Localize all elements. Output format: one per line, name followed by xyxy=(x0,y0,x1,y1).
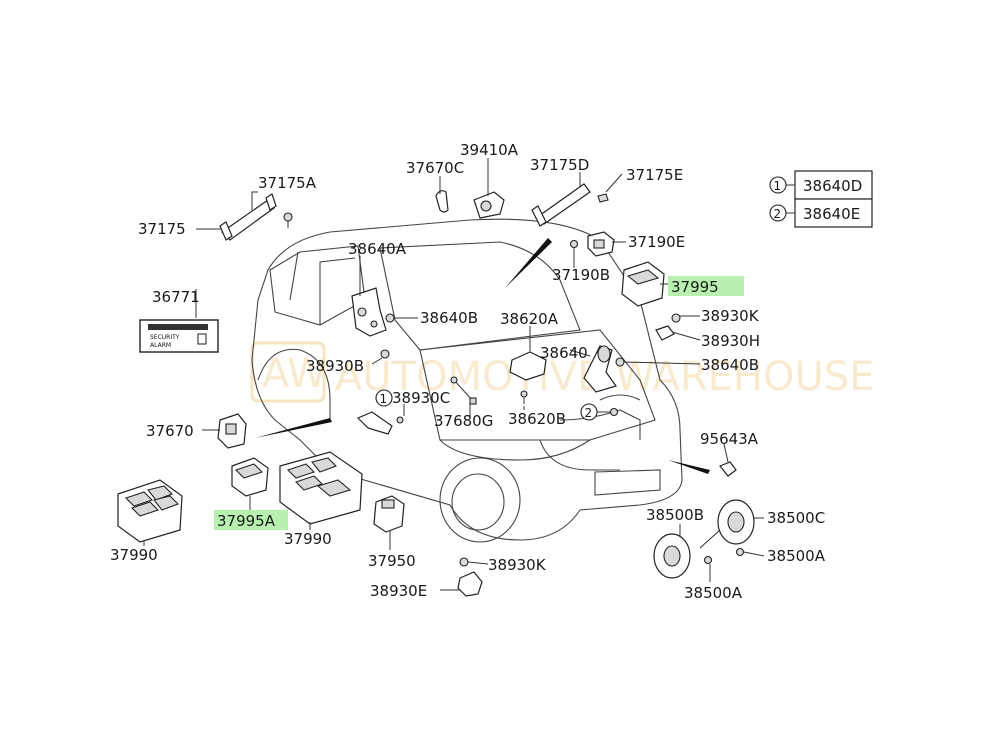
part-38930E xyxy=(457,571,483,597)
label-38620A: 38620A xyxy=(500,310,559,328)
label-37950: 37950 xyxy=(368,552,416,570)
label-37995A: 37995A xyxy=(217,512,276,530)
pointer-wedge xyxy=(668,460,710,474)
part-38640B-bolt-2 xyxy=(615,357,625,367)
label-38930B: 38930B xyxy=(306,357,364,375)
part-37175D xyxy=(531,183,591,227)
label-39410A: 39410A xyxy=(460,141,519,159)
label-37175A: 37175A xyxy=(258,174,317,192)
callout-1-code: 38640D xyxy=(803,177,862,195)
label-37995: 37995 xyxy=(671,278,719,296)
label-38930E: 38930E xyxy=(370,582,427,600)
part-38640B-bolt-1 xyxy=(385,313,395,323)
label-38640: 38640 xyxy=(540,344,588,362)
part-37190E xyxy=(587,231,615,257)
part-38500B-horn xyxy=(653,533,691,579)
label-38620B: 38620B xyxy=(508,410,566,428)
part-37995 xyxy=(621,261,665,307)
label-38930C: 38930C xyxy=(392,389,450,407)
svg-text:1: 1 xyxy=(380,392,388,406)
part-37950 xyxy=(373,495,405,533)
pointer-wedge xyxy=(505,238,552,288)
part-38930C-bolt xyxy=(396,416,404,424)
label-38500A-2: 38500A xyxy=(684,584,743,602)
svg-text:2: 2 xyxy=(585,406,593,420)
part-37175E-bolt xyxy=(597,193,609,203)
part-38620B-bolt xyxy=(520,390,528,404)
label-37680G: 37680G xyxy=(434,412,493,430)
part-37190B xyxy=(569,239,579,262)
pointer-wedge xyxy=(255,418,332,438)
label-37990-1: 37990 xyxy=(110,546,158,564)
diagram-ref-2: 2 xyxy=(580,403,598,421)
part-38930H xyxy=(655,325,675,341)
label-37175: 37175 xyxy=(138,220,186,238)
leader-lines xyxy=(143,158,765,591)
label-37670: 37670 xyxy=(146,422,194,440)
part-38500A-bolts xyxy=(703,547,745,565)
part-38930K-1 xyxy=(671,313,681,323)
part-37175A-bolt xyxy=(283,212,293,228)
part-37995A xyxy=(231,457,269,497)
part-38930K-2 xyxy=(459,557,469,567)
part-37990-1 xyxy=(117,479,183,543)
label-38640B-1: 38640B xyxy=(420,309,478,327)
part-38640 xyxy=(583,345,617,393)
part-37670 xyxy=(217,413,247,449)
label-37670C: 37670C xyxy=(406,159,464,177)
highlight-37995A xyxy=(214,510,288,530)
part-37990-2 xyxy=(279,451,363,525)
part-38500C-horn xyxy=(699,499,755,549)
vehicle-outline xyxy=(251,218,683,543)
label-38930K-1: 38930K xyxy=(701,307,760,325)
part-38930C xyxy=(356,411,393,435)
part-38640E-bolt xyxy=(609,407,619,417)
callout-2-code: 38640E xyxy=(803,205,860,223)
label-95643A: 95643A xyxy=(700,430,759,448)
label-38930H: 38930H xyxy=(701,332,760,350)
part-95643A xyxy=(719,461,737,477)
sticker-line2: ALARM xyxy=(150,342,171,349)
label-38640B-2: 38640B xyxy=(701,356,759,374)
part-39410A xyxy=(473,191,505,219)
callout-1-number: 1 xyxy=(774,179,782,193)
sticker-line1: SECURITY xyxy=(150,334,180,341)
label-38640A: 38640A xyxy=(348,240,407,258)
part-37175 xyxy=(219,193,277,241)
label-36771: 36771 xyxy=(152,288,200,306)
label-37175D: 37175D xyxy=(530,156,589,174)
label-37190E: 37190E xyxy=(628,233,685,251)
label-38930K-2: 38930K xyxy=(488,556,547,574)
label-38500C: 38500C xyxy=(767,509,825,527)
label-38500B: 38500B xyxy=(646,506,704,524)
part-37670C xyxy=(435,190,449,213)
part-37680G xyxy=(450,376,477,405)
callout-legend: 1 2 38640D 38640E xyxy=(769,170,873,228)
label-37175E: 37175E xyxy=(626,166,683,184)
diagram-ref-1: 1 xyxy=(375,389,393,407)
callout-2-number: 2 xyxy=(774,207,782,221)
label-37990-2: 37990 xyxy=(284,530,332,548)
part-36771-label: SECURITY ALARM xyxy=(139,319,219,353)
label-38500A-1: 38500A xyxy=(767,547,826,565)
part-38640A xyxy=(351,287,387,337)
part-38930B-nut xyxy=(380,349,390,359)
highlight-37995 xyxy=(668,276,744,296)
label-37190B: 37190B xyxy=(552,266,610,284)
